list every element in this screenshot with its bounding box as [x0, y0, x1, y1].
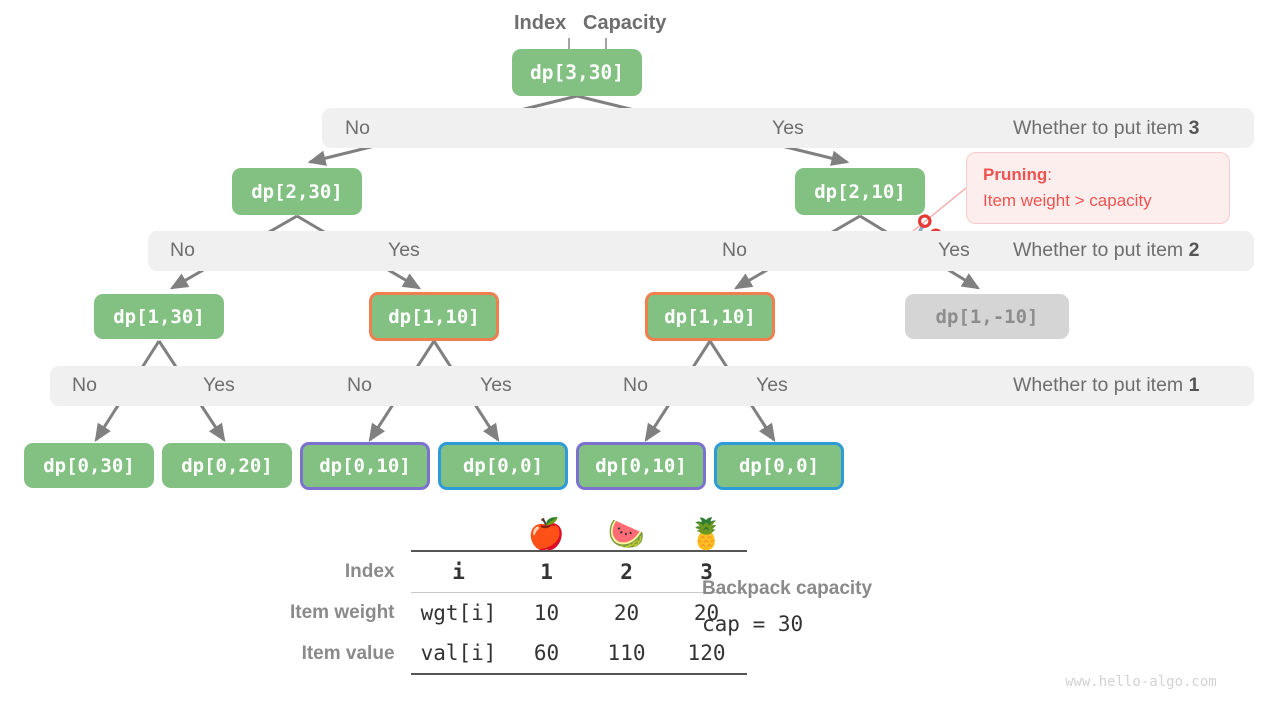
level-bar-item1 — [50, 366, 1254, 406]
level2-yes-label-2: Yes — [938, 239, 970, 261]
tree-node-dp-1-10-right[interactable]: dp[1,10] — [645, 292, 775, 341]
tree-node-root[interactable]: dp[3,30] — [512, 49, 642, 96]
level3-question: Whether to put item 3 — [1013, 117, 1200, 139]
level1-no-label-1: No — [72, 374, 97, 396]
table-row-fruits: 🍎 🍉 🍍 — [290, 520, 747, 551]
level1-no-label-2: No — [347, 374, 372, 396]
tree-leaf-dp-0-10-a[interactable]: dp[0,10] — [300, 442, 430, 490]
level2-question: Whether to put item 2 — [1013, 239, 1200, 261]
level1-question: Whether to put item 1 — [1013, 374, 1200, 396]
fruit-icon-pineapple: 🍍 — [687, 518, 726, 551]
pruning-title-line: Pruning: — [983, 162, 1229, 188]
pruning-reason: Item weight > capacity — [983, 191, 1152, 211]
level1-yes-label-2: Yes — [480, 374, 512, 396]
level1-yes-label-3: Yes — [756, 374, 788, 396]
items-table: 🍎 🍉 🍍 Index i 1 2 3 Item weight wgt[i] 1… — [290, 520, 747, 675]
tree-node-dp-1-30[interactable]: dp[1,30] — [94, 294, 224, 339]
tree-node-dp-1-neg10-pruned[interactable]: dp[1,-10] — [905, 294, 1069, 339]
level3-question-item: 3 — [1188, 117, 1200, 139]
row-key-val: val[i] — [410, 633, 507, 675]
index-value-1: 1 — [506, 550, 587, 593]
level3-yes-label: Yes — [772, 117, 804, 139]
fruit-row-spacer — [290, 520, 411, 551]
row-key-i: i — [410, 550, 507, 593]
tree-leaf-dp-0-0-a[interactable]: dp[0,0] — [438, 442, 568, 490]
row-label-weight: Item weight — [290, 601, 395, 623]
capacity-annotation: Capacity — [583, 12, 667, 34]
fruit-key-spacer — [411, 520, 507, 551]
level2-yes-label-1: Yes — [388, 239, 420, 261]
fruit-icon-watermelon: 🍉 — [607, 518, 646, 551]
level2-no-label-1: No — [170, 239, 195, 261]
weight-value-2: 20 — [586, 592, 667, 633]
tree-leaf-dp-0-20[interactable]: dp[0,20] — [162, 443, 292, 488]
level3-question-text: Whether to put item — [1013, 117, 1189, 139]
level2-question-text: Whether to put item — [1013, 239, 1189, 261]
backpack-capacity-note: Backpack capacity cap = 30 — [702, 578, 872, 636]
tree-node-dp-1-10-left[interactable]: dp[1,10] — [369, 292, 499, 341]
tree-leaf-dp-0-10-b[interactable]: dp[0,10] — [576, 442, 706, 490]
row-key-wgt: wgt[i] — [410, 592, 507, 633]
value-value-1: 60 — [506, 633, 587, 675]
tree-leaf-dp-0-0-b[interactable]: dp[0,0] — [714, 442, 844, 490]
row-label-index: Index — [344, 560, 395, 582]
watermark: www.hello-algo.com — [1065, 674, 1217, 690]
capacity-note-title: Backpack capacity — [702, 578, 873, 599]
tree-node-dp-2-10[interactable]: dp[2,10] — [795, 168, 925, 215]
level3-no-label: No — [345, 117, 370, 139]
level1-question-text: Whether to put item — [1013, 374, 1189, 396]
level-bar-item3 — [322, 108, 1254, 148]
value-value-3: 120 — [666, 633, 747, 675]
index-annotation: Index — [514, 12, 567, 34]
value-value-2: 110 — [586, 633, 667, 675]
pruning-title: Pruning — [983, 165, 1048, 184]
index-value-3: 3 — [666, 550, 747, 593]
fruit-icon-apple: 🍎 — [527, 518, 566, 551]
pruning-callout: Pruning: Item weight > capacity — [966, 152, 1230, 224]
level1-no-label-3: No — [623, 374, 648, 396]
level2-question-item: 2 — [1188, 239, 1200, 261]
table-row-value: Item value val[i] 60 110 120 — [290, 633, 747, 675]
row-label-value: Item value — [301, 642, 395, 664]
level1-yes-label-1: Yes — [203, 374, 235, 396]
table-row-weight: Item weight wgt[i] 10 20 20 — [290, 592, 747, 633]
pruning-colon: : — [1047, 165, 1052, 184]
level1-question-item: 1 — [1188, 374, 1200, 396]
level2-no-label-2: No — [722, 239, 747, 261]
weight-value-1: 10 — [506, 592, 587, 633]
index-value-2: 2 — [586, 550, 667, 593]
weight-value-3: 20 — [666, 592, 747, 633]
tree-node-dp-2-30[interactable]: dp[2,30] — [232, 168, 362, 215]
level-bar-item2 — [148, 231, 1254, 271]
capacity-note-value: cap = 30 — [702, 612, 804, 636]
table-row-index: Index i 1 2 3 — [290, 550, 747, 593]
tree-leaf-dp-0-30[interactable]: dp[0,30] — [24, 443, 154, 488]
